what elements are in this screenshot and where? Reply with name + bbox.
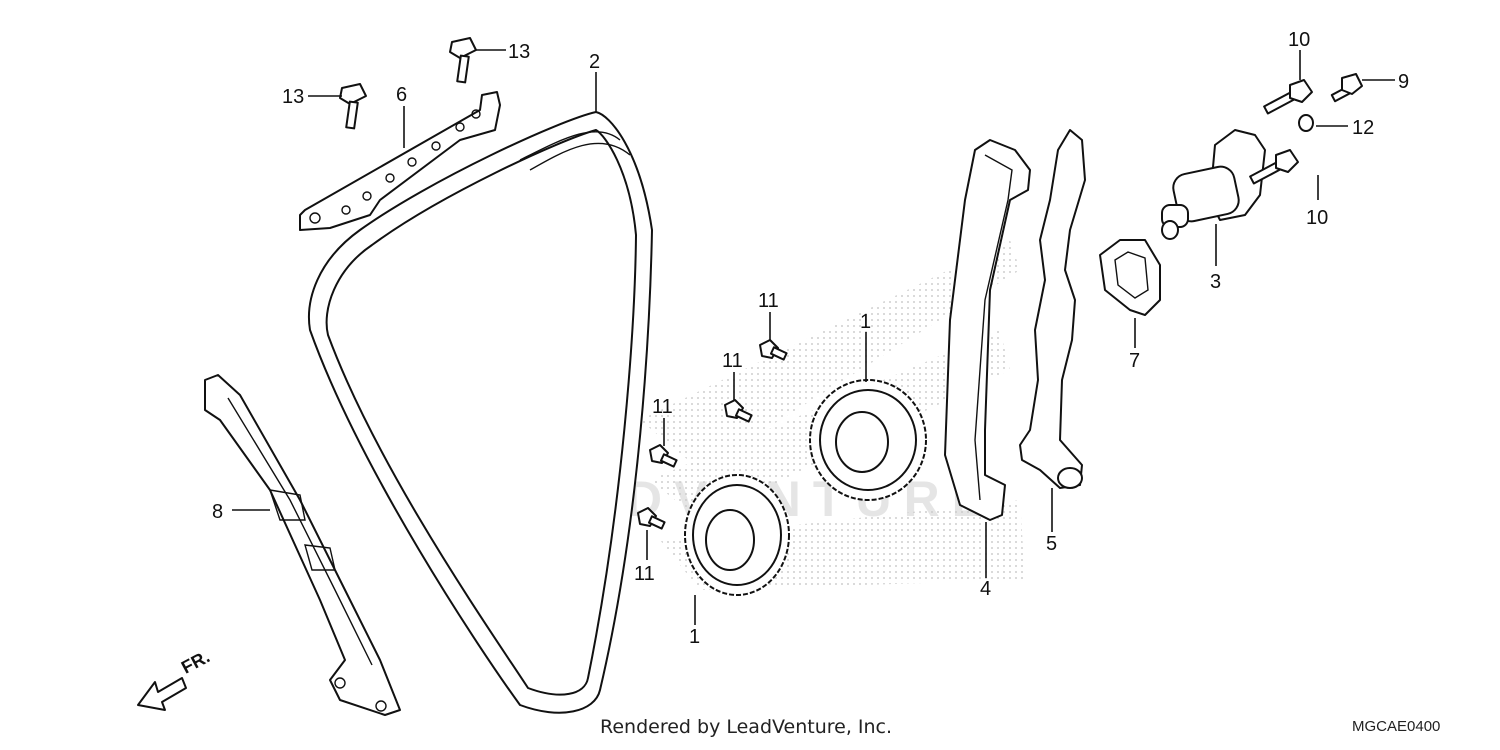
callout-4[interactable]: 4 [980,578,991,600]
diagram-code: MGCAE0400 [1352,718,1441,735]
sealing-washer-12[interactable] [1298,114,1314,132]
callout-11-a[interactable]: 11 [758,290,779,312]
sprocket-bolt-11-c[interactable] [649,444,678,468]
flange-bolt-13-left[interactable] [339,83,367,130]
callout-12[interactable]: 12 [1352,117,1374,139]
sealing-bolt-9[interactable] [1330,73,1363,103]
sprocket-bolt-11-b[interactable] [724,399,753,423]
callout-3[interactable]: 3 [1210,271,1221,293]
front-direction-arrow-icon [137,677,187,711]
cam-sprocket-1-lower[interactable] [684,474,790,596]
cam-sprocket-1-upper[interactable] [809,379,927,501]
footer-credit: Rendered by LeadVenture, Inc. [600,716,893,738]
cam-chain-tensioner-arm-5[interactable] [1019,129,1086,489]
callout-11-c[interactable]: 11 [652,396,673,418]
callout-11-b[interactable]: 11 [722,350,743,372]
sprocket-bolt-11-a[interactable] [759,339,788,361]
callout-1-bottom[interactable]: 1 [689,626,700,648]
cam-chain-guide-4[interactable] [944,139,1031,521]
callout-2[interactable]: 2 [589,51,600,73]
cam-chain-guide-plate[interactable] [299,91,501,231]
tensioner-bolt-10-bottom[interactable] [1249,149,1299,185]
callout-13-top[interactable]: 13 [508,41,530,63]
tensioner-gasket-7[interactable] [1099,239,1161,316]
cam-chain[interactable] [308,111,653,714]
callout-10-top[interactable]: 10 [1288,29,1310,51]
callout-8[interactable]: 8 [212,501,223,523]
leader-lines [232,49,1395,625]
callout-13-left[interactable]: 13 [282,86,304,108]
callout-labels: 13 13 6 2 8 11 11 11 11 1 1 4 5 7 3 10 1… [212,29,1409,648]
callout-9[interactable]: 9 [1398,71,1409,93]
sprocket-bolt-11-d[interactable] [637,507,666,530]
callout-10-bottom[interactable]: 10 [1306,207,1328,229]
cam-chain-tensioner-lifter-3[interactable] [1161,129,1266,240]
tensioner-bolt-10-top[interactable] [1263,79,1313,115]
callout-1-top[interactable]: 1 [860,311,871,333]
callout-7[interactable]: 7 [1129,350,1140,372]
flange-bolt-13-top[interactable] [449,37,477,84]
callout-5[interactable]: 5 [1046,533,1057,555]
callout-11-d[interactable]: 11 [634,563,655,585]
callout-6[interactable]: 6 [396,84,407,106]
cam-chain-guide-8[interactable] [204,374,401,716]
